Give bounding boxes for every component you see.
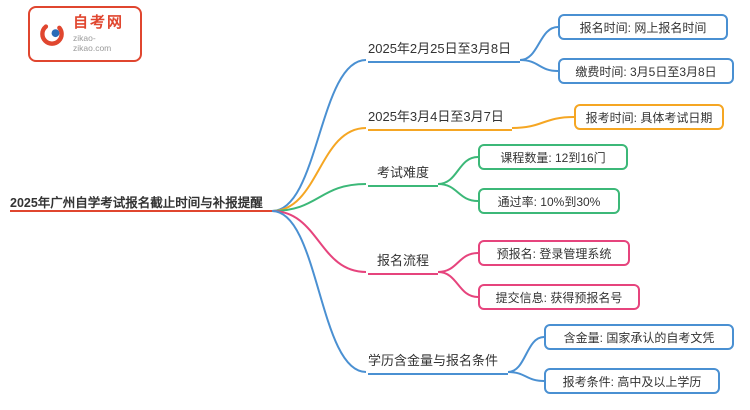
link-branch2-leaf0 — [437, 156, 479, 185]
leaf-node-2-0[interactable]: 课程数量: 12到16门 — [478, 144, 628, 170]
site-logo-text: 自考网 zikao-zikao.com — [73, 14, 132, 54]
root-node-label: 2025年广州自学考试报名截止时间与补报提醒 — [10, 196, 263, 210]
branch-node-2-label: 考试难度 — [376, 165, 429, 180]
leaf-node-1-0-label: 报考时间: 具体考试日期 — [585, 110, 713, 125]
branch-node-2[interactable]: 考试难度 — [368, 162, 438, 187]
link-root-branch2 — [271, 183, 367, 212]
link-root-branch0 — [271, 59, 367, 212]
link-branch0-leaf1 — [519, 59, 559, 72]
leaf-node-4-0[interactable]: 含金量: 国家承认的自考文凭 — [544, 324, 734, 350]
branch-node-1-label: 2025年3月4日至3月7日 — [368, 109, 504, 124]
leaf-node-4-1[interactable]: 报考条件: 高中及以上学历 — [544, 368, 720, 394]
branch-node-0[interactable]: 2025年2月25日至3月8日 — [368, 38, 520, 63]
leaf-node-0-1[interactable]: 缴费时间: 3月5日至3月8日 — [558, 58, 734, 84]
site-logo-icon — [38, 20, 66, 48]
leaf-node-4-1-label: 报考条件: 高中及以上学历 — [562, 374, 702, 389]
leaf-node-3-0-label: 预报名: 登录管理系统 — [496, 246, 612, 261]
link-root-branch4 — [271, 210, 367, 373]
leaf-node-4-0-label: 含金量: 国家承认的自考文凭 — [563, 330, 715, 345]
site-title: 自考网 — [73, 14, 125, 31]
branch-node-1[interactable]: 2025年3月4日至3月7日 — [368, 106, 512, 131]
leaf-node-3-1-label: 提交信息: 获得预报名号 — [495, 290, 623, 305]
leaf-node-3-0[interactable]: 预报名: 登录管理系统 — [478, 240, 630, 266]
link-branch3-leaf0 — [437, 252, 479, 273]
leaf-node-0-1-label: 缴费时间: 3月5日至3月8日 — [575, 64, 717, 79]
link-branch0-leaf0 — [519, 26, 559, 61]
leaf-node-0-0[interactable]: 报名时间: 网上报名时间 — [558, 14, 728, 40]
site-logo[interactable]: 自考网 zikao-zikao.com — [28, 6, 142, 62]
leaf-node-0-0-label: 报名时间: 网上报名时间 — [579, 20, 707, 35]
site-domain: zikao-zikao.com — [73, 32, 112, 54]
leaf-node-2-1[interactable]: 通过率: 10%到30% — [478, 188, 620, 214]
link-branch3-leaf1 — [437, 271, 479, 298]
link-branch2-leaf1 — [437, 183, 479, 202]
link-root-branch3 — [271, 210, 367, 273]
leaf-node-3-1[interactable]: 提交信息: 获得预报名号 — [478, 284, 640, 310]
branch-node-4-label: 学历含金量与报名条件 — [368, 353, 499, 368]
link-root-branch1 — [271, 127, 367, 212]
link-branch1-leaf0 — [511, 116, 575, 129]
root-node[interactable]: 2025年广州自学考试报名截止时间与补报提醒 — [10, 192, 272, 210]
leaf-node-1-0[interactable]: 报考时间: 具体考试日期 — [574, 104, 724, 130]
branch-node-3-label: 报名流程 — [376, 253, 429, 268]
branch-node-4[interactable]: 学历含金量与报名条件 — [368, 350, 508, 375]
branch-node-0-label: 2025年2月25日至3月8日 — [368, 41, 512, 56]
branch-node-3[interactable]: 报名流程 — [368, 250, 438, 275]
leaf-node-2-1-label: 通过率: 10%到30% — [497, 194, 601, 209]
link-branch4-leaf0 — [507, 336, 545, 373]
leaf-node-2-0-label: 课程数量: 12到16门 — [500, 150, 606, 165]
link-branch4-leaf1 — [507, 371, 545, 382]
